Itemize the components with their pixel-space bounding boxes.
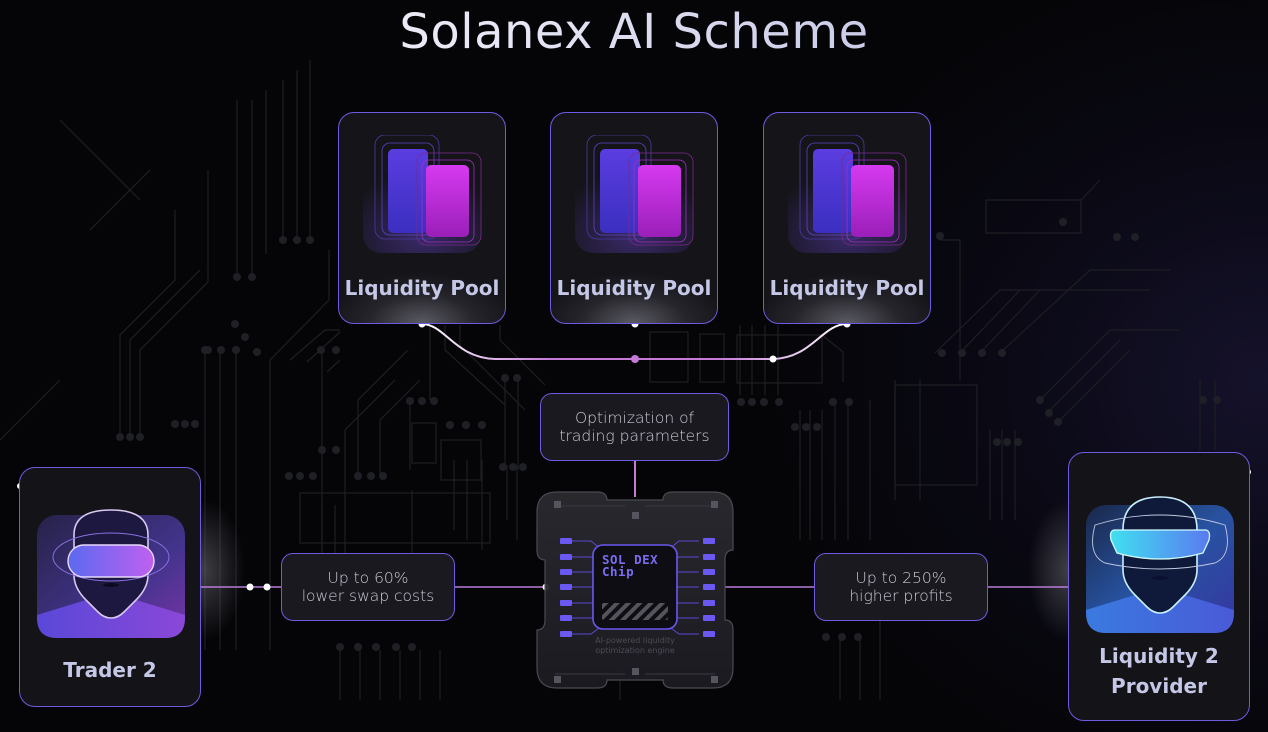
provider-label-line2: Provider <box>1111 674 1207 698</box>
optimization-box: Optimization of trading parameters <box>540 393 729 461</box>
profits-box: Up to 250% higher profits <box>814 553 988 621</box>
optimization-line1: Optimization of <box>574 409 695 427</box>
provider-label-line1: Liquidity 2 <box>1099 644 1219 668</box>
swap-costs-box: Up to 60% lower swap costs <box>281 553 455 621</box>
page-title: Solanex AI Scheme <box>0 4 1268 60</box>
liquidity-pool-card-2[interactable]: Liquidity Pool <box>550 112 718 324</box>
swap-costs-line1: Up to 60% <box>327 569 409 587</box>
liquidity-pool-label: Liquidity Pool <box>556 276 712 300</box>
chip-icon <box>536 491 734 689</box>
liquidity-pool-label: Liquidity Pool <box>344 276 500 300</box>
optimization-line2: trading parameters <box>559 427 710 445</box>
liquidity-pool-icon <box>363 135 482 253</box>
liquidity-provider-card[interactable]: Liquidity 2 Provider <box>1068 452 1250 721</box>
profits-line2: higher profits <box>849 587 953 605</box>
liquidity-pool-card-1[interactable]: Liquidity Pool <box>338 112 506 324</box>
chip-caption: AI-powered liquidity optimization engine <box>535 636 735 656</box>
profits-line1: Up to 250% <box>855 569 947 587</box>
liquidity-pool-label: Liquidity Pool <box>769 276 925 300</box>
provider-label: Liquidity 2 Provider <box>1069 641 1249 701</box>
liquidity-pool-icon <box>788 135 907 253</box>
chip-name: SOL DEX Chip <box>602 552 659 579</box>
vr-provider-avatar-icon <box>1086 496 1234 633</box>
vr-trader-avatar-icon <box>37 509 185 638</box>
liquidity-pool-card-3[interactable]: Liquidity Pool <box>763 112 931 324</box>
chip-caption-line1: AI-powered liquidity <box>595 636 675 645</box>
sol-dex-chip[interactable]: SOL DEX Chip AI-powered liquidity optimi… <box>535 490 735 690</box>
swap-costs-line2: lower swap costs <box>301 587 435 605</box>
trader-card[interactable]: Trader 2 <box>19 467 201 707</box>
trader-label: Trader 2 <box>63 658 157 682</box>
chip-caption-line2: optimization engine <box>595 646 675 655</box>
liquidity-pool-icon <box>575 135 694 253</box>
